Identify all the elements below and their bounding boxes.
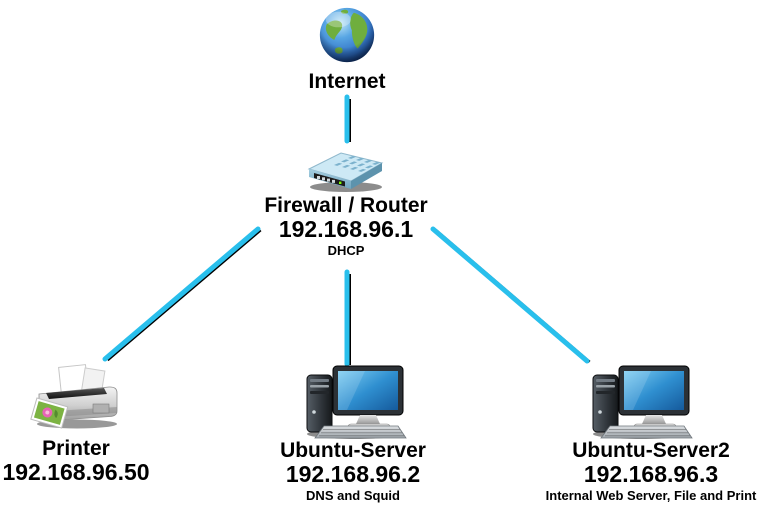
printer-label: Printer: [42, 437, 110, 460]
server1-ip: 192.168.96.2: [285, 461, 421, 488]
server2-label: Ubuntu-Server2: [572, 439, 730, 462]
link-internet-router: [344, 94, 351, 144]
desktop-computer-icon: [592, 365, 693, 439]
node-firewall-router: Firewall / Router 192.168.96.1 DHCP: [246, 145, 446, 258]
node-printer: Printer 192.168.96.50: [0, 364, 152, 486]
printer-icon: [30, 364, 118, 429]
server1-label: Ubuntu-Server: [280, 439, 426, 462]
desktop-computer-icon: [306, 365, 407, 439]
server2-note: Internal Web Server, File and Print: [545, 487, 757, 503]
router-note: DHCP: [327, 242, 365, 258]
node-ubuntu-server: Ubuntu-Server 192.168.96.2 DNS and Squid: [272, 362, 434, 503]
link-router-server1: [344, 269, 351, 367]
server2-ip: 192.168.96.3: [583, 461, 719, 488]
link-router-printer: [102, 226, 262, 362]
server1-note: DNS and Squid: [306, 487, 400, 503]
link-router-server2: [430, 226, 591, 364]
printer-ip: 192.168.96.50: [2, 459, 150, 486]
globe-icon: [319, 7, 375, 63]
node-ubuntu-server2: Ubuntu-Server2 192.168.96.3 Internal Web…: [545, 362, 757, 503]
printer-photo-output: [30, 397, 69, 429]
router-icon: [307, 152, 384, 192]
router-ip: 192.168.96.1: [278, 216, 414, 243]
node-internet: Internet: [267, 5, 427, 93]
internet-label: Internet: [308, 70, 386, 93]
router-label: Firewall / Router: [264, 194, 428, 217]
